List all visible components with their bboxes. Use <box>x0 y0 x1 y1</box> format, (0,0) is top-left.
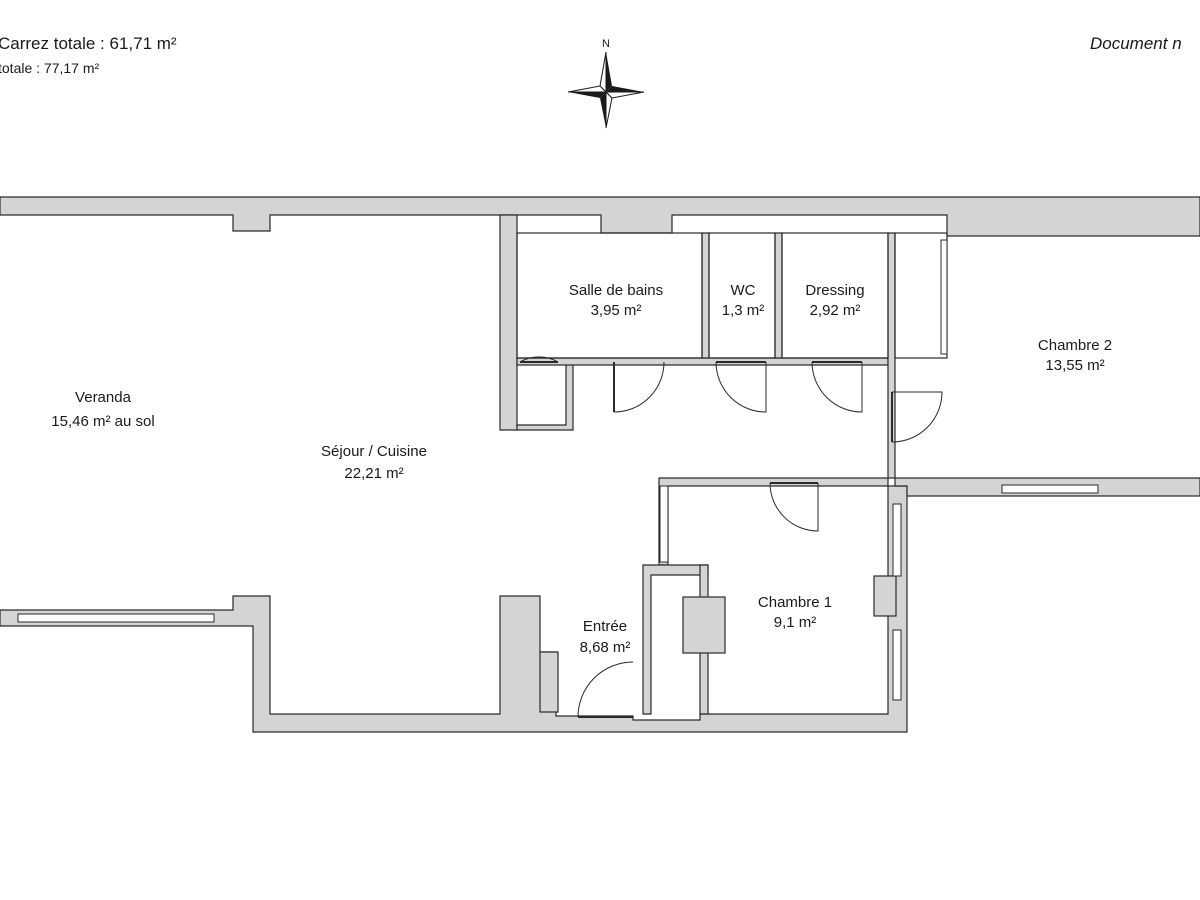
sejour-cuisine-name: Séjour / Cuisine <box>321 443 427 460</box>
surface-totale-label: totale : 77,17 m² <box>0 60 100 76</box>
entree-name: Entrée <box>583 618 627 635</box>
veranda-area: 15,46 m² au sol <box>51 413 154 430</box>
entree-area: 8,68 m² <box>580 639 631 656</box>
salle-de-bains-name: Salle de bains <box>569 282 663 299</box>
windows <box>17 239 1099 701</box>
dressing-name: Dressing <box>805 282 864 299</box>
chambre-2-window <box>1001 484 1099 494</box>
chambre-1-area: 9,1 m² <box>774 614 817 631</box>
compass-icon: N <box>567 38 645 129</box>
surface-carrez-label: Carrez totale : 61,71 m² <box>0 34 177 53</box>
walls <box>0 196 1200 733</box>
wc-name: WC <box>731 282 756 299</box>
wc-area: 1,3 m² <box>722 302 765 319</box>
compass-north-label: N <box>602 38 610 50</box>
salle-de-bains-area: 3,95 m² <box>591 302 642 319</box>
chambre-1-side-window <box>659 485 669 563</box>
chambre-2-name: Chambre 2 <box>1038 337 1112 354</box>
doors <box>519 356 943 718</box>
veranda-window <box>17 613 215 623</box>
dressing-area: 2,92 m² <box>810 302 861 319</box>
chambre-1-name: Chambre 1 <box>758 594 832 611</box>
sejour-cuisine-area: 22,21 m² <box>344 465 403 482</box>
document-note: Document n <box>1090 34 1182 53</box>
chambre-1-window-upper <box>892 503 902 577</box>
chambre-1-window-lower <box>892 629 902 701</box>
veranda-name: Veranda <box>75 389 132 406</box>
chambre-2-sliding-door <box>940 239 948 355</box>
chambre-2-area: 13,55 m² <box>1045 357 1104 374</box>
room-labels: Salle de bains 3,95 m² WC 1,3 m² Dressin… <box>51 282 1112 656</box>
